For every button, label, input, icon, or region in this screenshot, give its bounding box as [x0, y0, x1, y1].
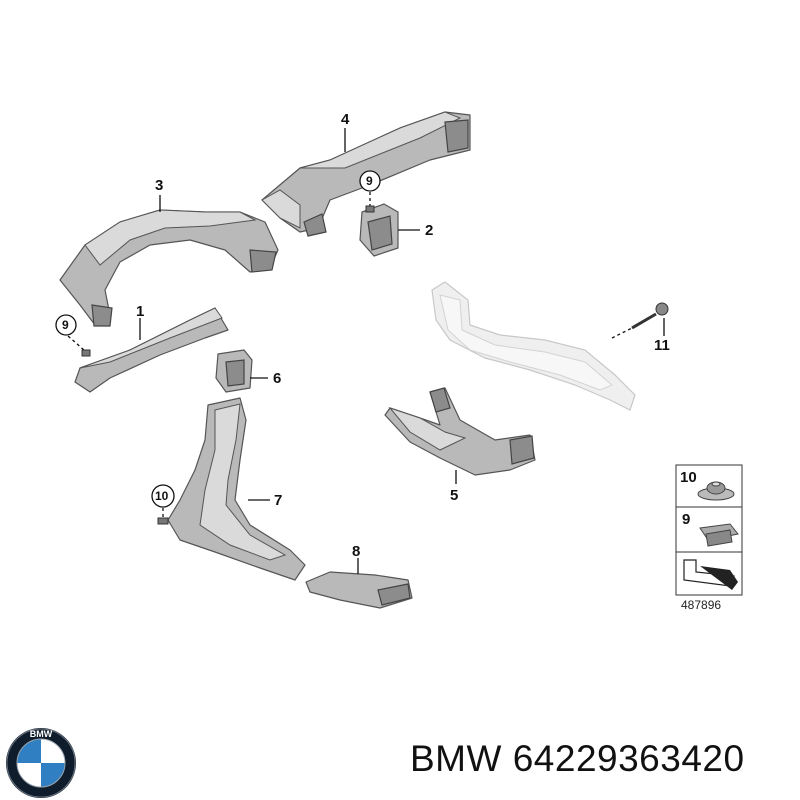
callout-1: 1: [136, 303, 144, 320]
footer-brand: BMW: [410, 738, 502, 779]
callout-8: 8: [352, 543, 360, 560]
part-5-air-duct: [384, 387, 536, 484]
fastener-10: [151, 484, 175, 525]
callout-4: 4: [341, 111, 350, 128]
part-1-air-duct: [74, 307, 229, 393]
callout-10: 10: [155, 489, 169, 503]
callout-6: 6: [273, 370, 281, 387]
fastener-9-upper: [359, 170, 381, 213]
fastener-9-left: [55, 314, 91, 357]
part-2-vent: [359, 203, 420, 257]
callout-9-upper: 9: [366, 174, 373, 188]
reference-number: 487896: [681, 598, 721, 612]
legend-label-10: 10: [680, 469, 697, 486]
legend-clip-icon: [699, 523, 739, 547]
callout-3: 3: [155, 177, 163, 194]
callout-5: 5: [450, 487, 458, 504]
part-6-bracket: [215, 349, 268, 393]
part-3-air-duct: [59, 195, 279, 327]
legend-reference-arrow-icon: [683, 559, 738, 590]
footer-part-number: 64229363420: [512, 738, 745, 779]
part-7-air-duct: [167, 397, 306, 581]
bmw-logo: BMW: [6, 728, 76, 798]
legend-label-9: 9: [682, 511, 690, 528]
legend-nut-icon: [697, 481, 735, 501]
ghost-duct-context: [431, 281, 636, 411]
part-11-bolt: [611, 302, 669, 339]
callout-7: 7: [274, 492, 282, 509]
callout-2: 2: [425, 222, 433, 239]
footer-part-label: BMW 64229363420: [410, 738, 745, 780]
part-8-air-duct: [305, 558, 413, 609]
callout-11: 11: [654, 337, 670, 354]
fastener-legend: 10 9: [675, 464, 743, 596]
logo-lettering: BMW: [30, 729, 53, 739]
callout-9-left: 9: [62, 318, 69, 332]
